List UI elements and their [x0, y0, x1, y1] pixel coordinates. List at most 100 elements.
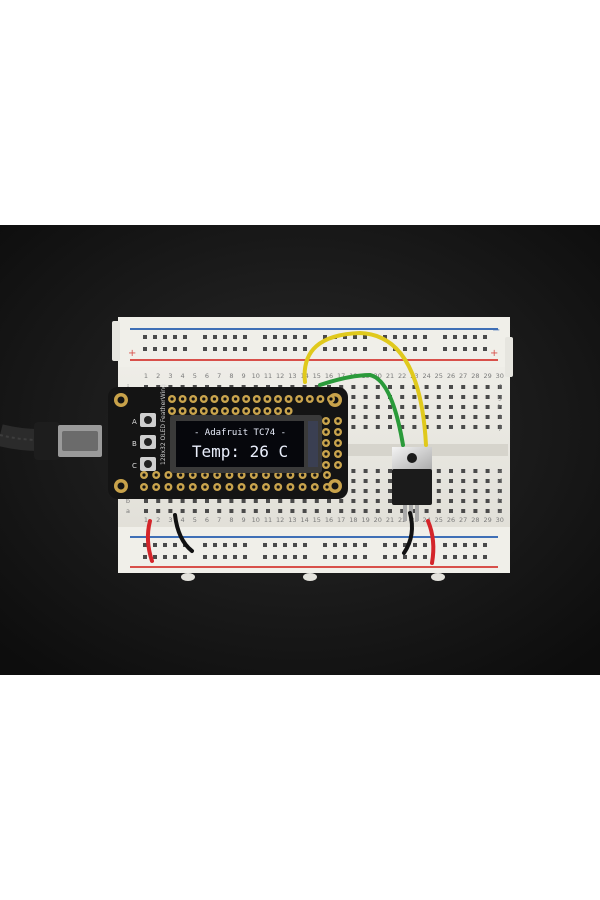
column-number: 15: [313, 372, 321, 380]
breadboard-hole: [363, 555, 367, 559]
breadboard-hole: [168, 509, 173, 513]
header-pin-hole: [191, 397, 195, 401]
breadboard-hole: [383, 555, 387, 559]
header-pin-hole: [179, 473, 183, 477]
header-pin-hole: [181, 397, 185, 401]
button-c: [140, 457, 156, 471]
breadboard-hole: [400, 405, 405, 409]
breadboard-hole: [293, 347, 297, 351]
header-pin-hole: [142, 485, 146, 489]
breadboard-hole: [388, 479, 392, 483]
breadboard-hole: [303, 543, 307, 547]
breadboard-hole: [449, 385, 453, 389]
breadboard-hole: [153, 335, 157, 339]
header-pin-hole: [287, 409, 291, 413]
breadboard-hole: [497, 489, 502, 493]
header-pin-hole: [191, 409, 195, 413]
breadboard-hole: [423, 335, 427, 339]
column-number: 21: [386, 372, 394, 380]
breadboard-hole: [375, 509, 380, 513]
breadboard-hole: [436, 405, 441, 409]
column-number: 2: [156, 372, 160, 380]
breadboard-hole: [375, 479, 380, 483]
breadboard-hole: [333, 555, 337, 559]
breadboard-hole: [351, 395, 356, 399]
column-number: 19: [361, 516, 369, 524]
breadboard-hole: [343, 347, 347, 351]
breadboard-hole: [363, 543, 367, 547]
breadboard-hole: [323, 543, 327, 547]
breadboard-hole: [339, 385, 344, 389]
breadboard-hole: [413, 347, 417, 351]
breadboard-hole: [223, 347, 227, 351]
row-letter: e: [498, 467, 502, 475]
breadboard-hole: [473, 405, 478, 409]
column-number: 17: [337, 372, 345, 380]
breadboard-hole: [233, 335, 237, 339]
breadboard-hole: [383, 335, 387, 339]
column-number: 26: [447, 372, 455, 380]
breadboard-hole: [436, 479, 441, 483]
breadboard-hole: [461, 479, 466, 483]
breadboard-hole: [217, 509, 222, 513]
yellow-wire: [302, 330, 428, 447]
header-pin-hole: [297, 397, 301, 401]
column-number: 10: [252, 516, 260, 524]
header-pin-hole: [324, 452, 328, 456]
header-pin-hole: [287, 397, 291, 401]
breadboard-hole: [461, 425, 466, 429]
header-pin-hole: [203, 473, 207, 477]
breadboard-hole: [153, 555, 157, 559]
column-number: 6: [205, 372, 209, 380]
column-number: 1: [144, 372, 148, 380]
breadboard-hole: [436, 469, 441, 473]
breadboard-hole: [412, 385, 417, 389]
breadboard-hole: [497, 425, 502, 429]
breadboard-hole: [203, 347, 207, 351]
header-pin-hole: [276, 473, 280, 477]
breadboard-hole: [263, 347, 267, 351]
breadboard-hole: [153, 543, 157, 547]
row-letter: i: [499, 413, 501, 421]
breadboard-hole: [351, 415, 356, 419]
header-pin-hole: [325, 485, 329, 489]
header-pin-hole: [191, 473, 195, 477]
breadboard-hole: [461, 489, 466, 493]
breadboard-hole: [383, 543, 387, 547]
breadboard-hole: [412, 509, 417, 513]
breadboard-hole: [375, 395, 380, 399]
red-wire-right: [426, 519, 436, 565]
breadboard-hole: [485, 479, 490, 483]
column-number: 8: [229, 372, 233, 380]
column-number: 22: [398, 516, 406, 524]
column-number: 26: [447, 516, 455, 524]
header-pin-hole: [301, 485, 305, 489]
breadboard-hole: [388, 415, 392, 419]
breadboard-hole: [173, 335, 177, 339]
breadboard-hole: [485, 499, 490, 503]
breadboard-hole: [293, 543, 297, 547]
breadboard-hole: [375, 425, 380, 429]
breadboard-hole: [192, 499, 197, 503]
breadboard-hole: [423, 543, 427, 547]
breadboard-hole: [400, 415, 405, 419]
column-number: 30: [496, 516, 504, 524]
breadboard-hole: [473, 499, 478, 503]
breadboard-hole: [461, 385, 466, 389]
column-number: 11: [264, 372, 272, 380]
breadboard-hole: [393, 555, 397, 559]
breadboard-hole: [363, 385, 368, 389]
breadboard-hole: [273, 347, 277, 351]
top-rail-plus-label-right: +: [490, 348, 498, 359]
breadboard-hole: [436, 415, 441, 419]
header-pin-hole: [234, 397, 238, 401]
header-pin-hole: [252, 473, 256, 477]
breadboard-hole: [423, 555, 427, 559]
breadboard-hole: [243, 543, 247, 547]
header-pin-hole: [244, 409, 248, 413]
breadboard-hole: [351, 385, 356, 389]
column-number: 3: [168, 516, 172, 524]
breadboard-hole: [453, 347, 457, 351]
breadboard-hole: [461, 499, 466, 503]
